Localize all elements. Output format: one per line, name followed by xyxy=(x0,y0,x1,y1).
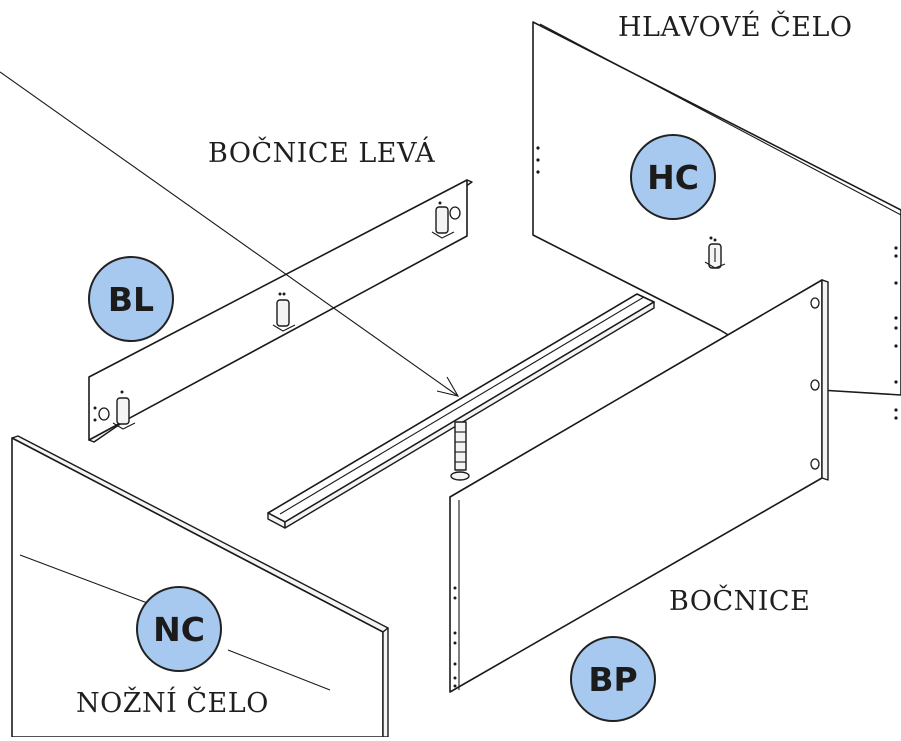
badge-nc: NC xyxy=(136,586,222,672)
badge-hc: HC xyxy=(630,134,716,220)
left-rail-bracket-top xyxy=(431,201,461,239)
direction-arrow xyxy=(0,71,460,397)
label-left-side: BOČNICE LEVÁ xyxy=(208,138,436,169)
left-side-rail xyxy=(88,179,473,443)
head-bracket xyxy=(704,236,726,269)
left-rail-bracket-bottom xyxy=(93,390,136,430)
foot-panel xyxy=(11,435,389,738)
center-beam xyxy=(267,293,655,529)
badge-bp: BP xyxy=(570,636,656,722)
adjustable-leg xyxy=(450,421,470,481)
left-rail-bracket-middle xyxy=(272,292,296,332)
label-head-panel: HLAVOVÉ ČELO xyxy=(618,12,853,43)
label-right-side: BOČNICE xyxy=(669,586,811,617)
label-foot-panel: NOŽNÍ ČELO xyxy=(76,688,269,719)
badge-bl: BL xyxy=(88,256,174,342)
right-side-panel xyxy=(449,279,829,693)
